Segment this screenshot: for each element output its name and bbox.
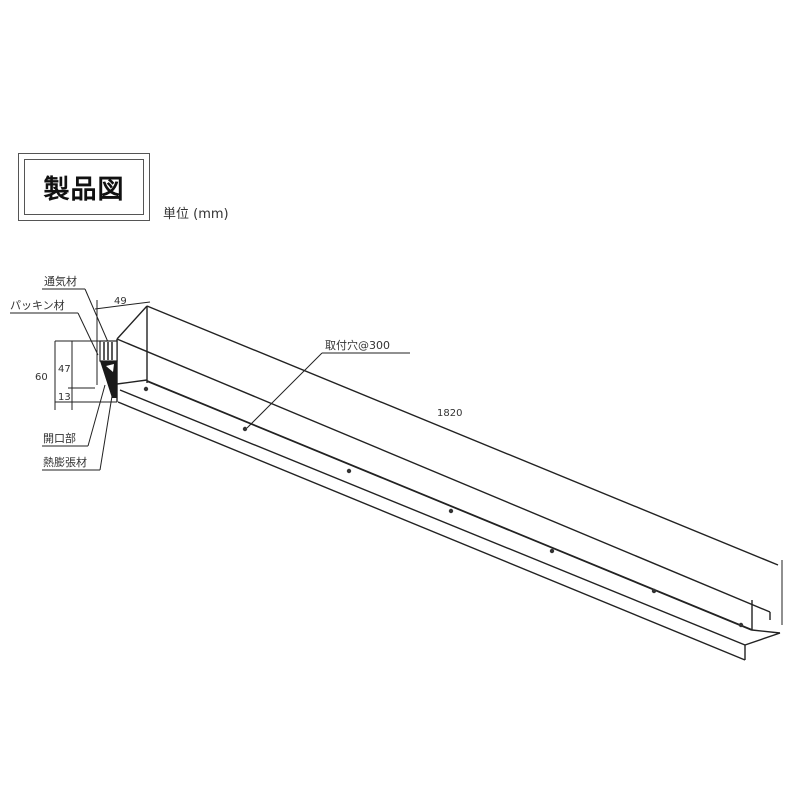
top-back-edge	[146, 305, 779, 566]
hole-icon	[651, 588, 657, 594]
label-intumescent: 熱膨張材	[43, 455, 87, 469]
page-title: 製品図	[43, 174, 125, 205]
mounting-holes	[143, 386, 744, 628]
label-ventilation: 通気材	[44, 274, 77, 288]
dim-height-total: 60	[35, 372, 48, 383]
dim-height-lower: 13	[58, 392, 71, 403]
hole-icon	[549, 548, 555, 554]
dim-length: 1820	[437, 408, 462, 419]
dim-depth: 49	[114, 296, 127, 307]
hole-icon	[448, 508, 454, 514]
hole-icon	[143, 386, 149, 392]
label-packing: パッキン材	[10, 298, 65, 312]
label-mounting-holes: 取付穴@300	[325, 338, 390, 352]
flange-top-edge	[146, 380, 753, 631]
flange-bottom-edge	[117, 401, 746, 661]
hole-icon	[242, 426, 248, 432]
title-inner-frame: 製品図	[24, 159, 144, 215]
hole-icon	[346, 468, 352, 474]
label-opening: 開口部	[43, 431, 76, 445]
dim-height-upper: 47	[58, 364, 71, 375]
title-box: 製品図	[18, 153, 150, 221]
seal-block	[99, 340, 118, 398]
hole-icon	[738, 622, 744, 628]
drawing-lines	[10, 288, 783, 661]
flange-mid-edge	[119, 389, 746, 646]
top-front-edge	[116, 338, 771, 613]
unit-label: 単位 (mm)	[163, 207, 229, 222]
